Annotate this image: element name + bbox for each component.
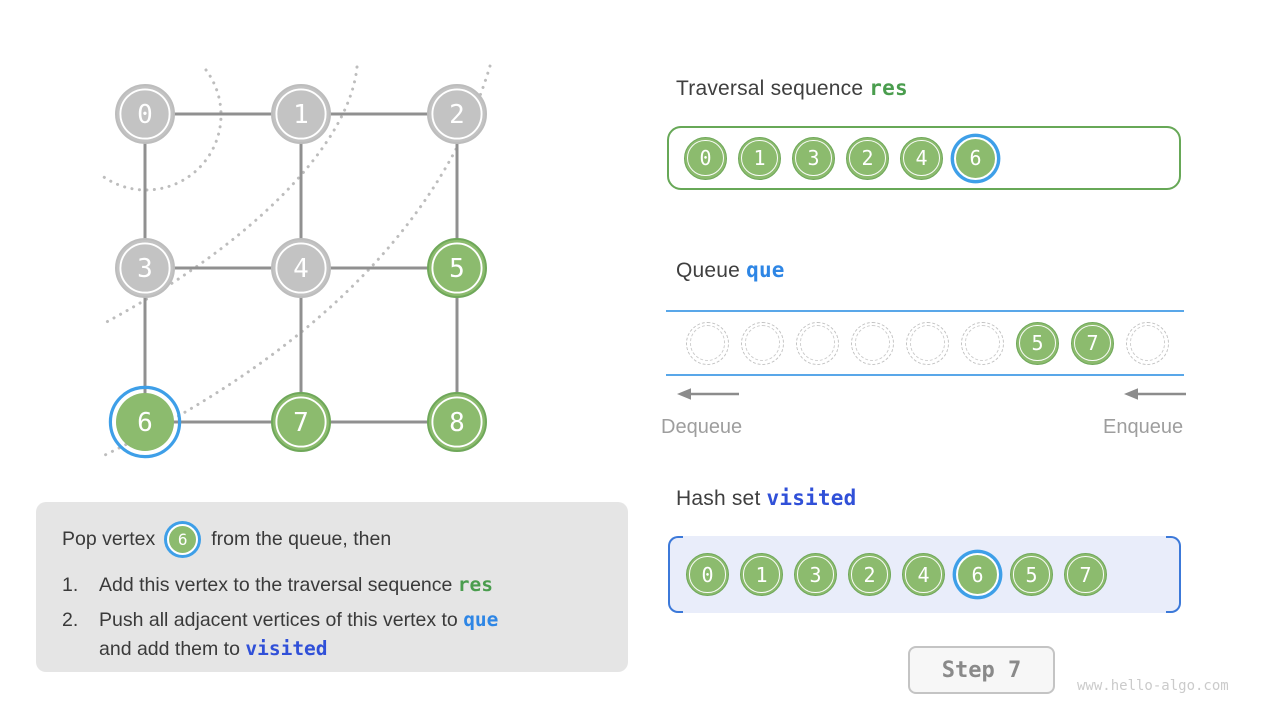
traversal-title-text: Traversal sequence: [676, 77, 864, 100]
graph-vertex-3: 3: [115, 238, 175, 298]
hashset-title: Hash set visited: [676, 486, 856, 511]
vertex-chip-1: 1: [740, 553, 783, 596]
instruction-box: Pop vertex 6 from the queue, then 1. Add …: [36, 502, 628, 672]
empty-slot: [851, 321, 894, 365]
vertex-label: 6: [137, 408, 153, 438]
instruction-step-2: 2. Push all adjacent vertices of this ver…: [62, 606, 608, 663]
vertex-chip-6: 6: [954, 136, 997, 180]
enqueue-label: Enqueue: [1103, 416, 1184, 438]
vertex-chip-2: 2: [848, 553, 891, 596]
hashset-title-text: Hash set: [676, 487, 761, 510]
step-text: Add this vertex to the traversal sequenc…: [99, 573, 494, 596]
vertex-chip-0: 0: [684, 136, 727, 180]
graph-vertex-1: 1: [271, 84, 331, 144]
vertex-label: 7: [293, 408, 309, 438]
dequeue-label: Dequeue: [661, 416, 743, 438]
empty-slot: [741, 321, 784, 365]
bfs-level-arc: [99, 65, 359, 327]
vertex-chip-3: 3: [794, 553, 837, 596]
vertex-chip-7: 7: [1064, 553, 1107, 596]
queue-title: Queue que: [676, 258, 785, 283]
visited-code-token: visited: [766, 486, 857, 510]
step-text: Push all adjacent vertices of this verte…: [99, 608, 499, 660]
vertex-label: 5: [449, 254, 465, 284]
empty-slot: [906, 321, 949, 365]
vertex-chip-2: 2: [846, 136, 889, 180]
empty-slot: [1126, 321, 1169, 365]
traversal-title: Traversal sequence res: [676, 76, 908, 101]
instruction-prefix: Pop vertex: [62, 527, 156, 550]
popped-vertex-badge: 6: [167, 523, 199, 555]
instruction-line: Pop vertex 6 from the queue, then: [62, 517, 608, 561]
graph-vertices: 0 1 2 3 4 5 6 7 8: [108, 84, 487, 459]
bfs-level-arc: [99, 68, 223, 192]
step-number: 1.: [62, 574, 79, 596]
empty-slot: [961, 321, 1004, 365]
vertex-chip-3: 3: [792, 136, 835, 180]
graph-vertex-8: 8: [427, 392, 487, 452]
instruction-suffix: from the queue, then: [211, 527, 392, 550]
watermark: www.hello-algo.com: [1077, 678, 1229, 694]
vertex-label: 4: [293, 254, 309, 284]
instruction-step-1: 1. Add this vertex to the traversal seque…: [62, 571, 608, 599]
vertex-label: 8: [449, 408, 465, 438]
dequeue-arrow-icon: [677, 388, 739, 400]
vertex-chip-1: 1: [738, 136, 781, 180]
vertex-chip-4: 4: [902, 553, 945, 596]
res-code-token: res: [869, 76, 908, 100]
graph-vertex-2: 2: [427, 84, 487, 144]
graph-vertex-6: 6: [108, 385, 182, 459]
vertex-label: 2: [449, 100, 465, 130]
empty-slot: [686, 321, 729, 365]
queue-title-text: Queue: [676, 259, 741, 282]
vertex-label: 1: [293, 100, 309, 130]
enqueue-arrow-icon: [1124, 388, 1186, 400]
empty-slot: [796, 321, 839, 365]
vertex-chip-6: 6: [956, 553, 999, 596]
vertex-chip-7: 7: [1071, 321, 1114, 365]
step-number: 2.: [62, 609, 79, 632]
instruction-steps: 1. Add this vertex to the traversal seque…: [62, 571, 608, 663]
vertex-chip-4: 4: [900, 136, 943, 180]
vertex-label: 0: [137, 100, 153, 130]
popped-vertex-number: 6: [177, 529, 188, 549]
graph-vertex-4: 4: [271, 238, 331, 298]
graph-vertex-7: 7: [271, 392, 331, 452]
vertex-chip-0: 0: [686, 553, 729, 596]
graph-vertex-0: 0: [115, 84, 175, 144]
vertex-chip-5: 5: [1010, 553, 1053, 596]
que-code-token: que: [746, 258, 785, 282]
step-counter-button[interactable]: Step 7: [908, 646, 1055, 694]
graph-vertex-5: 5: [427, 238, 487, 298]
graph-svg: 0 1 2 3 4 5 6 7 8: [99, 64, 492, 459]
vertex-label: 3: [137, 254, 153, 284]
vertex-chip-5: 5: [1016, 321, 1059, 365]
